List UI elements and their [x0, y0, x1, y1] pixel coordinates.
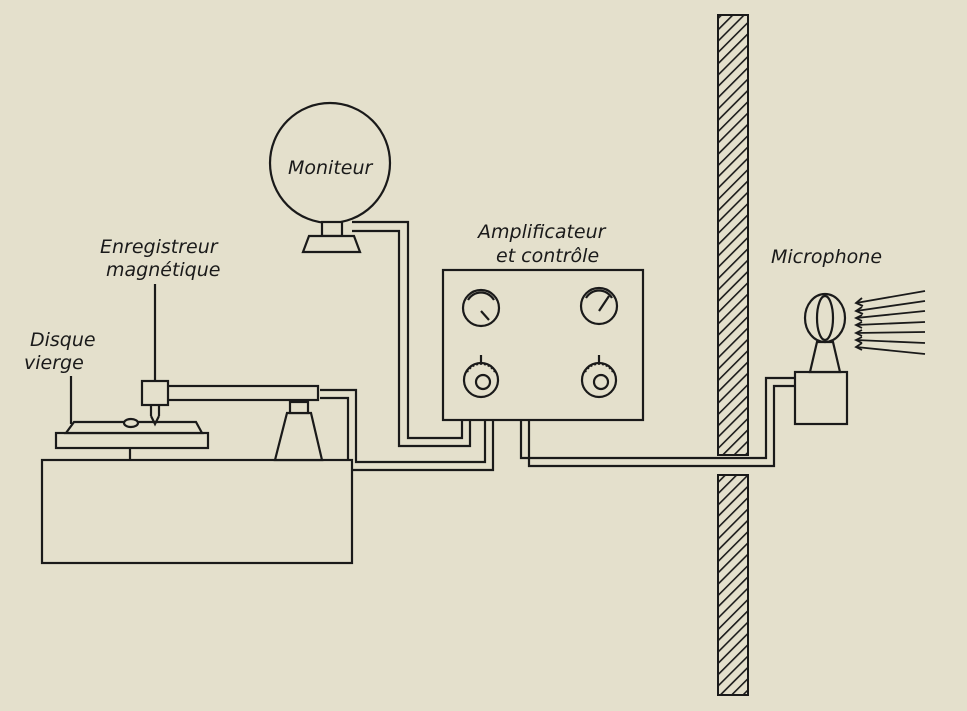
arm-pedestal — [273, 411, 324, 462]
label-disque: Disque — [30, 329, 96, 351]
label-amplificateur: Amplificateur — [476, 221, 607, 243]
label-moniteur: Moniteur — [288, 157, 374, 179]
amplifier-control-box: Amplificateur et contrôle — [441, 221, 645, 422]
label-enregistreur: Enregistreur — [100, 236, 219, 258]
label-magnetique: magnétique — [106, 259, 220, 281]
control-knob-right — [580, 355, 618, 399]
label-et-controle: et contrôle — [496, 245, 599, 267]
meter-dial-right — [579, 286, 619, 326]
control-knob-left — [462, 355, 500, 399]
recording-turntable: Enregistreur magnétique Disque vierge — [24, 236, 354, 565]
meter-dial-left — [461, 288, 501, 328]
cables — [320, 220, 795, 472]
microphone: Microphone — [771, 246, 926, 426]
tonearm — [158, 384, 320, 402]
wall — [717, 14, 749, 696]
monitor-speaker: Moniteur — [268, 101, 392, 254]
sound-wave-arrows — [853, 290, 926, 355]
label-vierge: vierge — [24, 352, 84, 374]
magnetic-recorder-head — [140, 379, 170, 427]
label-microphone: Microphone — [771, 246, 882, 268]
